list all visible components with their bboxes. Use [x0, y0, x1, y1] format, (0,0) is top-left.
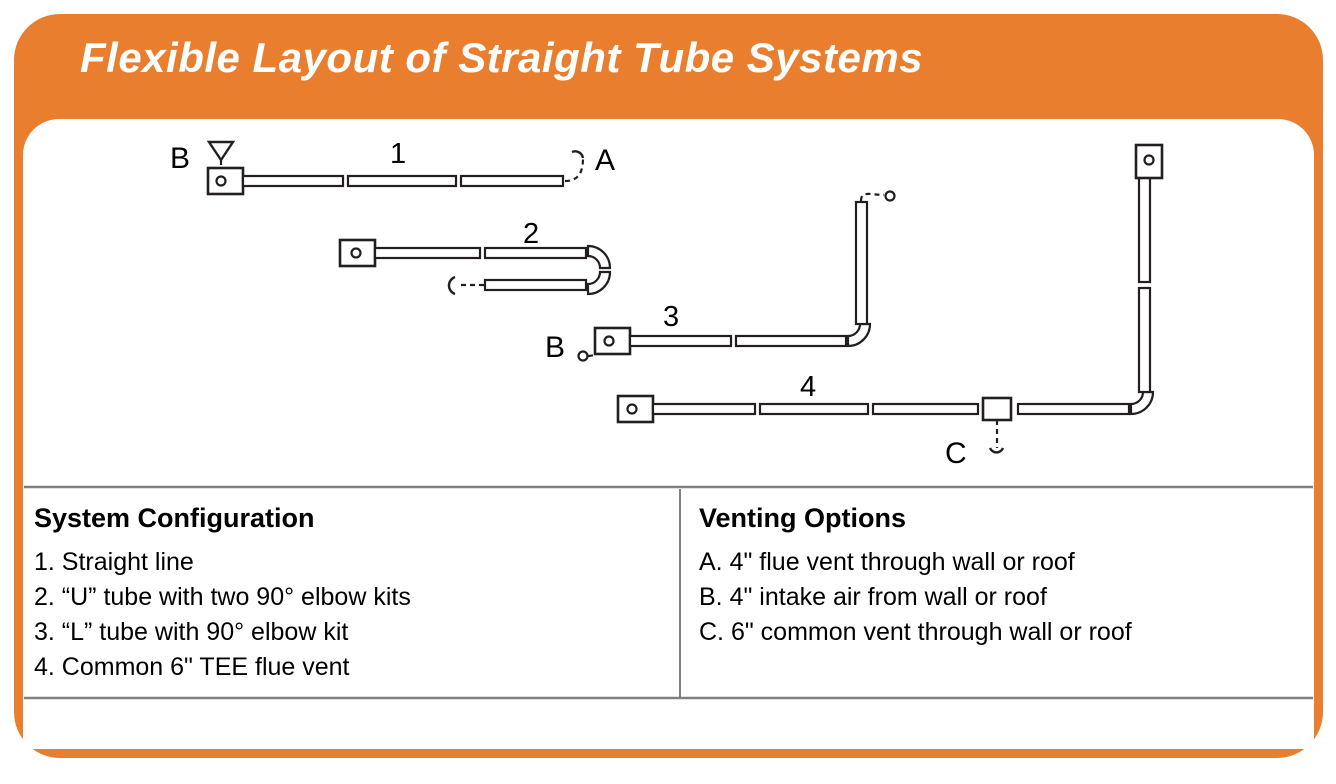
system-2-elbow-upper: [586, 244, 612, 270]
system-2-tube-segment: [483, 278, 588, 292]
system-4-tube-segment: [758, 402, 870, 416]
system-4-tube-segment: [651, 402, 757, 416]
system-1-tube-segment: [241, 174, 345, 188]
page-title: Flexible Layout of Straight Tube Systems: [80, 34, 924, 81]
system-2-tube-segment: [483, 246, 588, 260]
system-3-number: 3: [663, 301, 679, 333]
legend-system-configuration: System Configuration 1. Straight line 2.…: [24, 489, 681, 698]
system-1-flue-hook-icon: [571, 150, 585, 159]
system-3-flue-dash: [859, 192, 885, 202]
system-3-tube-segment: [628, 334, 733, 348]
system-1-flue-dash: [564, 157, 585, 183]
system-1-group: B A 1: [170, 138, 615, 196]
system-3-intake-terminal-icon: [577, 350, 589, 362]
system-2-intake-arc-icon: [447, 275, 456, 296]
system-4-tube-segment: [871, 402, 980, 416]
system-3-intake-label: B: [545, 331, 565, 364]
inner-panel-bottom: [23, 700, 1314, 749]
system-4-common-vent-hook-icon: [988, 447, 1005, 454]
system-2-appliance-port-icon: [350, 247, 362, 259]
legend: System Configuration 1. Straight line 2.…: [24, 489, 1312, 698]
system-4-right-appliance-port-icon: [1143, 154, 1155, 166]
inner-white-panel: [23, 119, 1314, 749]
system-1-tube-segment: [346, 174, 458, 188]
legend-left-item: 1. Straight line: [34, 548, 194, 576]
legend-left-item: 2. “U” tube with two 90° elbow kits: [34, 583, 411, 611]
system-2-tube-segment: [373, 246, 482, 260]
system-3-tube-segment: [734, 334, 848, 348]
system-3-elbow: [846, 322, 872, 348]
system-4-riser-segment: [1137, 174, 1152, 284]
system-4-tee-box: [981, 396, 1013, 422]
system-4-number: 4: [800, 371, 816, 403]
system-3-appliance-port-icon: [603, 335, 615, 347]
system-3-riser-segment: [854, 200, 869, 326]
legend-right-item: A. 4" flue vent through wall or roof: [699, 548, 1075, 576]
system-3-group: 3 B: [545, 190, 896, 364]
system-4-tube-segment: [1016, 402, 1131, 416]
intake-triangle-icon: [206, 140, 236, 163]
system-1-tube-segment: [459, 174, 565, 188]
legend-venting-options: Venting Options A. 4" flue vent through …: [681, 489, 1312, 698]
system-1-appliance-port-icon: [215, 175, 227, 187]
system-3-flue-terminal-icon: [884, 190, 896, 202]
system-1-flue-label: A: [595, 144, 615, 177]
system-1-intake-label: B: [170, 142, 190, 175]
system-4-group: 4 C: [616, 143, 1164, 470]
legend-right-heading: Venting Options: [699, 503, 906, 533]
legend-right-item: B. 4" intake air from wall or roof: [699, 583, 1047, 611]
system-2-number: 2: [523, 218, 539, 250]
system-4-common-vent-label: C: [945, 437, 967, 470]
system-2-group: 2: [338, 218, 612, 296]
legend-left-item: 3. “L” tube with 90° elbow kit: [34, 618, 349, 646]
system-3-intake-dash: [587, 340, 609, 358]
system-4-elbow: [1129, 390, 1155, 416]
legend-right-item: C. 6" common vent through wall or roof: [699, 618, 1132, 646]
legend-left-heading: System Configuration: [34, 503, 315, 533]
system-4-riser-segment: [1137, 286, 1152, 394]
system-1-number: 1: [390, 138, 406, 170]
system-4-appliance-port-icon: [626, 403, 638, 415]
legend-left-item: 4. Common 6" TEE flue vent: [34, 653, 350, 681]
system-2-elbow-lower: [586, 270, 612, 296]
